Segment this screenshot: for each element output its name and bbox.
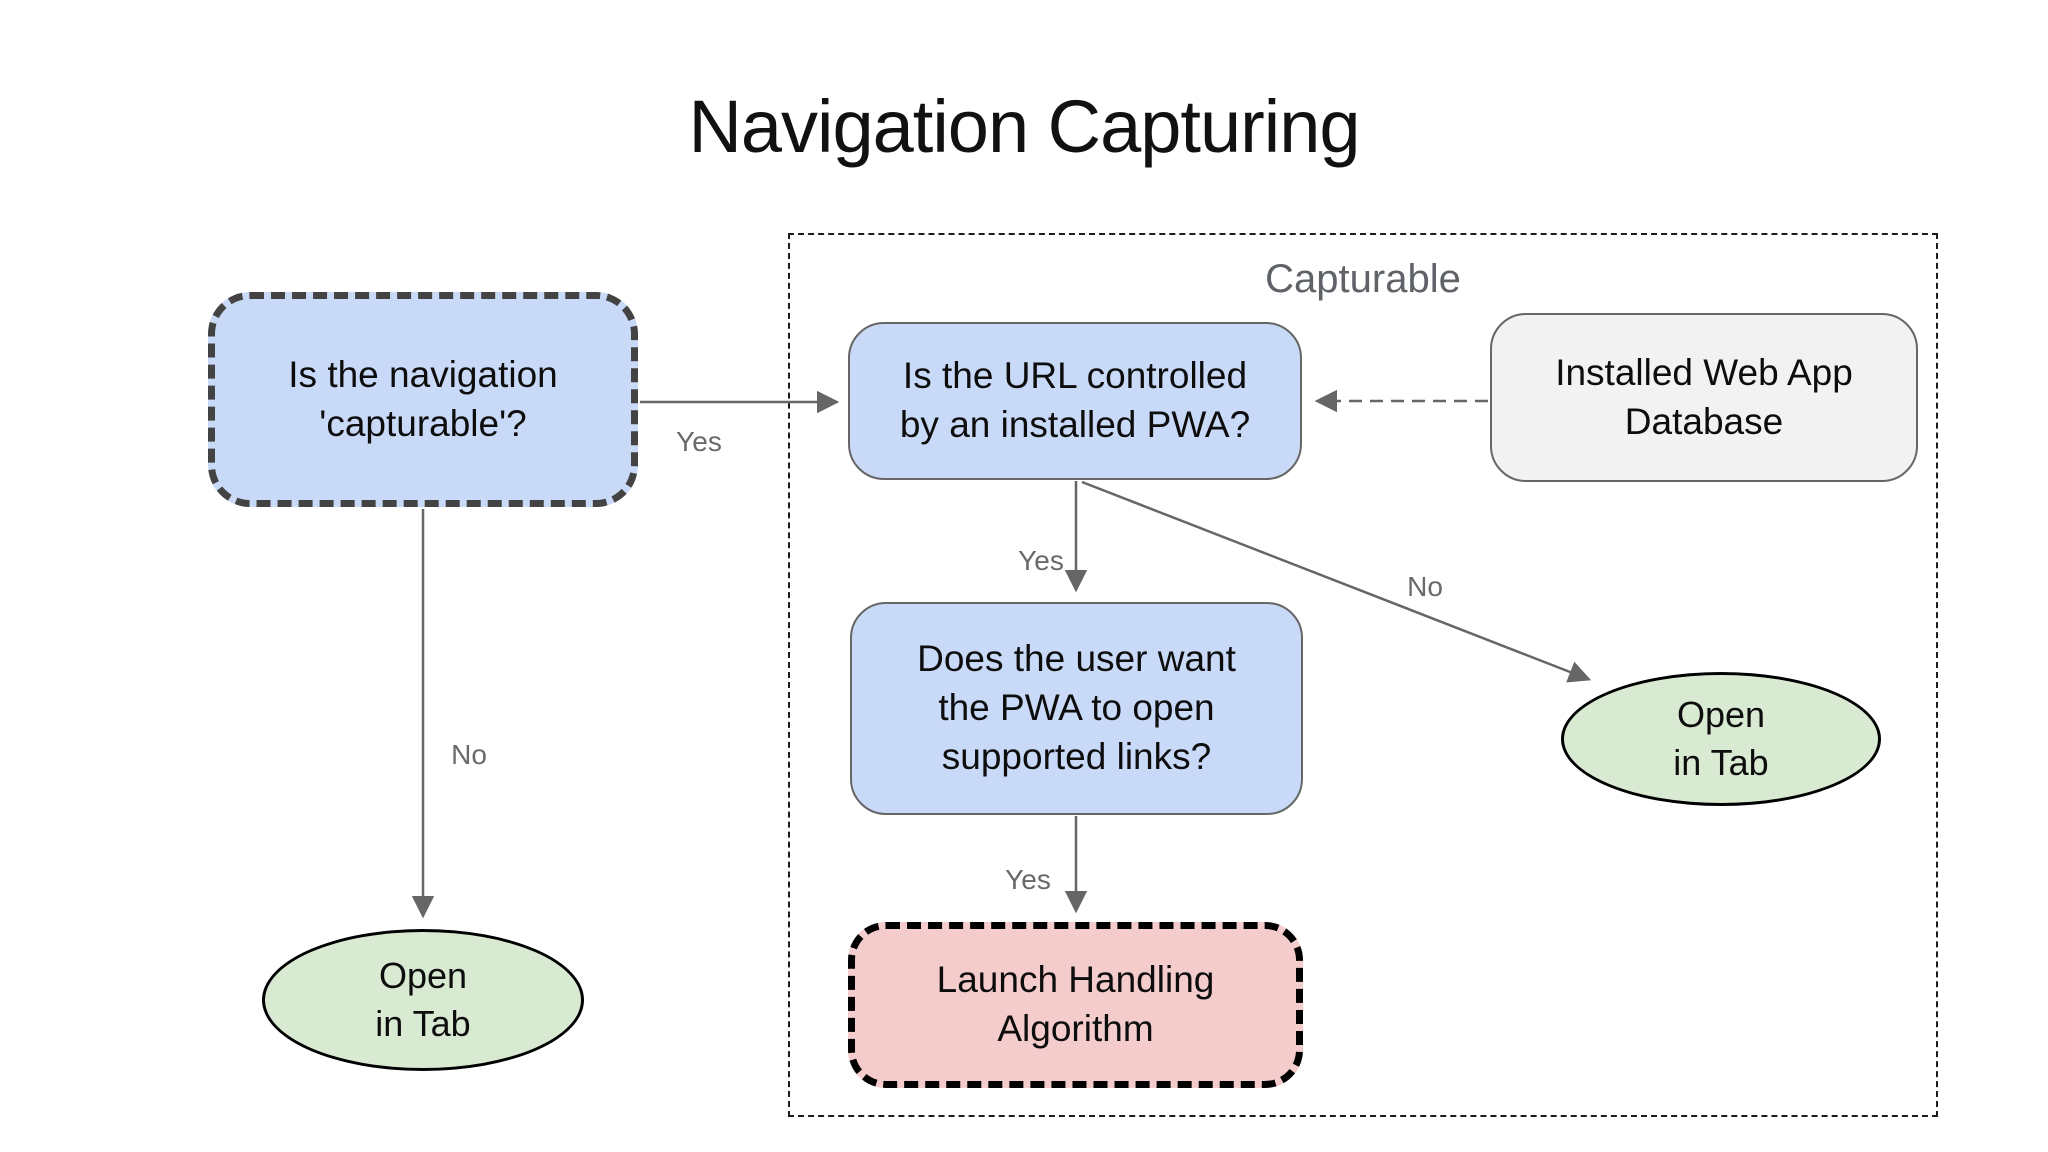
capturable-group-outline: Capturable xyxy=(788,233,1938,1117)
diagram-title: Navigation Capturing xyxy=(688,85,1360,168)
node-launch-handling-algorithm: Launch Handling Algorithm xyxy=(848,922,1303,1088)
node-is-navigation-capturable: Is the navigation 'capturable'? xyxy=(208,292,638,507)
terminal-open-in-tab-left: Open in Tab xyxy=(262,929,584,1071)
terminal-open-in-tab-left-text: Open in Tab xyxy=(375,955,471,1044)
edge-label-capturable-yes: Yes xyxy=(676,426,722,457)
node-is-navigation-capturable-text: Is the navigation 'capturable'? xyxy=(288,353,558,444)
node-does-user-want-pwa-text: Does the user want the PWA to open suppo… xyxy=(917,638,1236,777)
node-is-url-controlled: Is the URL controlled by an installed PW… xyxy=(848,322,1302,480)
node-is-url-controlled-text: Is the URL controlled by an installed PW… xyxy=(899,355,1251,445)
edge-label-url-no: No xyxy=(1407,571,1443,602)
node-launch-handling-algorithm-text: Launch Handling Algorithm xyxy=(936,959,1215,1049)
capturable-group-label: Capturable xyxy=(1265,257,1461,301)
terminal-open-in-tab-right: Open in Tab xyxy=(1561,672,1881,806)
edge-label-url-yes: Yes xyxy=(1018,545,1064,576)
terminal-open-in-tab-right-text: Open in Tab xyxy=(1673,694,1769,783)
node-installed-web-app-database-text: Installed Web App Database xyxy=(1555,351,1853,442)
node-installed-web-app-database: Installed Web App Database xyxy=(1490,313,1918,482)
edge-label-user-yes: Yes xyxy=(1005,864,1051,895)
arrow-url-no xyxy=(1081,480,1592,683)
edge-label-capturable-no: No xyxy=(451,739,487,770)
node-does-user-want-pwa: Does the user want the PWA to open suppo… xyxy=(850,602,1303,815)
